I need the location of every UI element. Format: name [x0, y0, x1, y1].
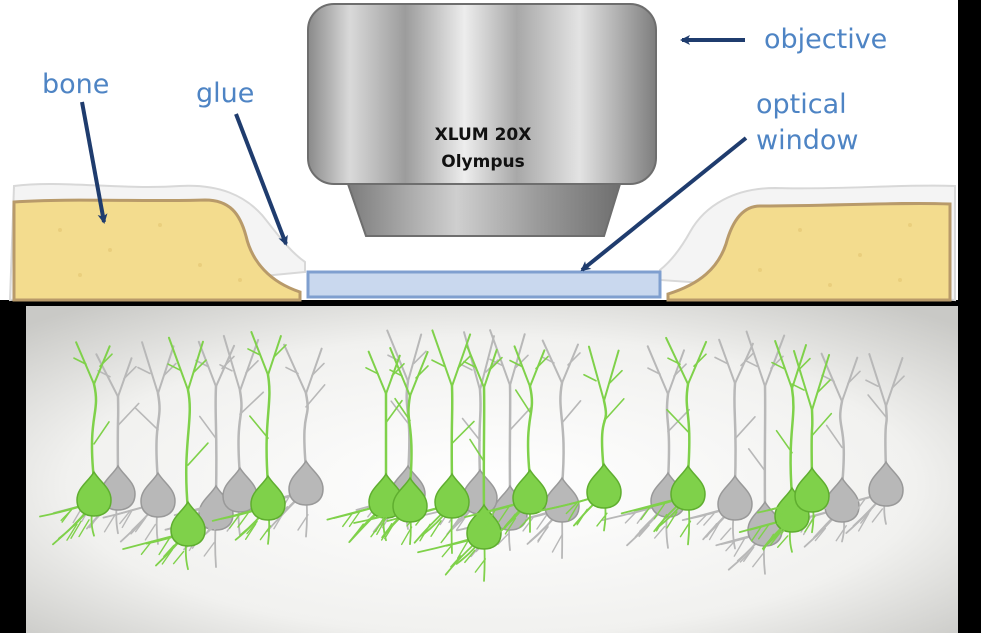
arrow-icon: [234, 113, 288, 246]
neuron-icon: [173, 334, 265, 537]
neuron-icon: [39, 341, 113, 546]
neuron-icon: [756, 350, 833, 540]
bone-texture: [58, 223, 912, 287]
label-glue: glue: [196, 78, 254, 109]
neuron-icon: [823, 353, 905, 534]
neuron-icon: [102, 341, 177, 545]
neuron-icon: [681, 338, 756, 550]
neuron-icon: [122, 336, 209, 571]
objective-lens-icon: [307, 3, 657, 237]
label-optical-window-line2: window: [756, 125, 858, 156]
objective-model-text: XLUM 20X: [435, 125, 532, 145]
bone-right: [666, 201, 952, 302]
neuron-icon: [211, 331, 287, 545]
arrow-icon: [580, 136, 748, 272]
label-objective: objective: [764, 24, 887, 55]
neuron-layer: [39, 329, 905, 582]
label-bone: bone: [42, 69, 109, 100]
optical-window-glass: [306, 270, 662, 299]
brain-tissue-panel: [26, 306, 958, 633]
neuron-icon: [386, 329, 475, 554]
neuron-icon: [464, 345, 549, 536]
label-optical-window-line1: optical: [756, 89, 847, 120]
bone-left: [12, 198, 302, 302]
neuron-icon: [353, 347, 429, 546]
neuron-icon: [620, 336, 708, 546]
arrow-icon: [80, 101, 108, 224]
neuron-icon: [538, 345, 625, 532]
annotation-arrows: [80, 35, 748, 272]
objective-brand-text: Olympus: [441, 152, 524, 172]
